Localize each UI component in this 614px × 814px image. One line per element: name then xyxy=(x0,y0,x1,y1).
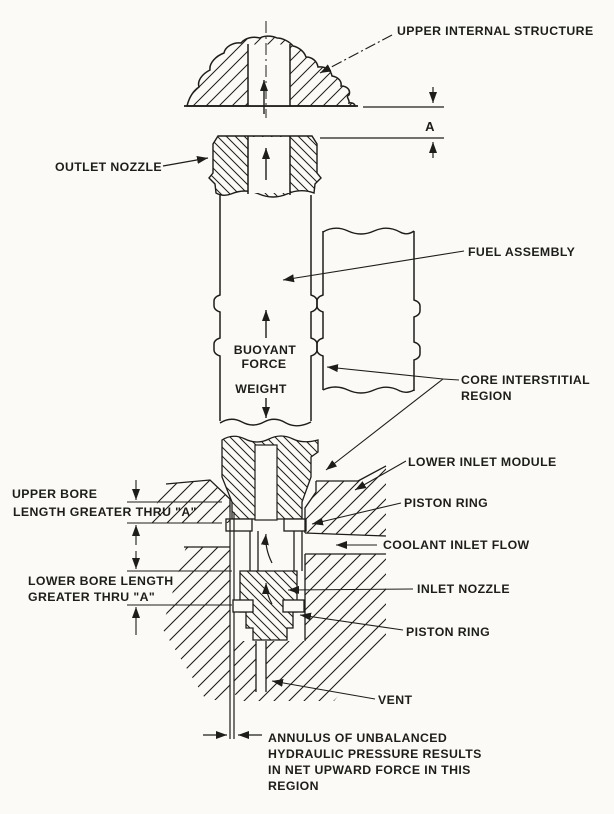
leader-lines xyxy=(162,34,465,700)
module-right-lower-edges xyxy=(304,553,386,641)
outlet-nozzle-channel-walls xyxy=(247,136,291,195)
label-upper-internal-structure: UPPER INTERNAL STRUCTURE xyxy=(397,24,594,38)
label-core-interstitial-2: REGION xyxy=(461,389,512,403)
leader-piston-ring-upper xyxy=(311,502,402,526)
leader-lower-inlet-module xyxy=(354,460,407,491)
module-right-lower-block xyxy=(234,554,386,701)
leader-inlet-nozzle xyxy=(287,585,414,594)
neighbor-left-wall xyxy=(316,231,324,390)
label-piston-ring-lower: PISTON RING xyxy=(406,625,490,639)
leader-piston-ring-lower xyxy=(299,612,404,631)
leader-outlet-nozzle xyxy=(162,155,209,167)
piston-ring-lower-left xyxy=(232,599,254,613)
outlet-nozzle-shape xyxy=(208,135,322,198)
label-fuel-assembly: FUEL ASSEMBLY xyxy=(468,245,575,259)
neighbor-bottom-wavy xyxy=(322,386,415,394)
leader-upper-internal-structure xyxy=(319,34,393,74)
label-annulus-note-2: HYDRAULIC PRESSURE RESULTS xyxy=(268,747,482,761)
vent-tube-walls xyxy=(255,641,267,692)
dimension-a: A xyxy=(320,87,444,158)
duct-left-wall xyxy=(213,195,221,421)
outlet-nozzle-channel xyxy=(248,137,290,193)
neighbor-top-wavy xyxy=(322,227,415,235)
label-force: FORCE xyxy=(241,357,286,371)
text-labels: UPPER INTERNAL STRUCTURE OUTLET NOZZLE F… xyxy=(12,24,594,793)
piston-ring-upper-left xyxy=(225,518,253,532)
inlet-nozzle-plug xyxy=(232,570,305,641)
label-piston-ring-upper: PISTON RING xyxy=(404,496,488,510)
leader-core-interstitial-b xyxy=(325,378,444,471)
leader-fuel-assembly xyxy=(282,250,465,283)
label-coolant-inlet-flow: COOLANT INLET FLOW xyxy=(383,538,530,552)
label-inlet-nozzle: INLET NOZZLE xyxy=(417,582,510,596)
neighbor-right-wall xyxy=(413,231,421,391)
piston-ring-lower-right xyxy=(282,599,305,613)
label-annulus-note-3: IN NET UPWARD FORCE IN THIS xyxy=(268,763,471,777)
dim-a-label: A xyxy=(425,119,435,134)
label-buoyant: BUOYANT xyxy=(234,343,297,357)
fitting-center-channel xyxy=(254,444,278,521)
piston-ring-upper-right xyxy=(283,518,307,532)
nozzle-tube-walls xyxy=(249,531,303,571)
label-lower-bore-2: GREATER THRU "A" xyxy=(28,590,155,604)
label-upper-bore-1: UPPER BORE xyxy=(12,487,97,501)
dome-channel-walls xyxy=(247,44,291,106)
fuel-assembly-duct xyxy=(213,195,318,427)
label-upper-bore-2: LENGTH GREATER THRU "A" xyxy=(13,505,197,519)
dome-center-channel xyxy=(248,44,290,106)
label-outlet-nozzle: OUTLET NOZZLE xyxy=(55,160,162,174)
dim-a-extension-lines xyxy=(320,106,444,139)
label-annulus-note-4: REGION xyxy=(268,779,319,793)
module-left-lower-block xyxy=(162,547,230,700)
coolant-flow-arrow-tube xyxy=(260,533,273,564)
label-vent: VENT xyxy=(378,693,412,707)
label-weight: WEIGHT xyxy=(235,382,287,396)
label-lower-inlet-module: LOWER INLET MODULE xyxy=(408,455,557,469)
label-lower-bore-1: LOWER BORE LENGTH xyxy=(28,574,173,588)
leader-core-interstitial-a xyxy=(326,364,444,380)
bore-extension-lines xyxy=(127,501,232,606)
duct-break-wavy xyxy=(219,418,312,427)
bore-dimensions xyxy=(127,480,232,635)
label-core-interstitial-1: CORE INTERSTITIAL xyxy=(461,373,590,387)
upper-internal-structure-shape xyxy=(184,21,358,118)
lower-end-fitting xyxy=(221,435,319,571)
duct-right-wall xyxy=(310,195,318,421)
module-right-upper-edges xyxy=(304,465,387,537)
label-annulus-note-1: ANNULUS OF UNBALANCED xyxy=(268,731,447,745)
neighbor-assembly-column xyxy=(316,227,421,394)
annulus-bore-lines xyxy=(229,512,235,739)
leader-vent xyxy=(271,678,376,700)
coolant-flow-arrow-plug xyxy=(262,582,273,605)
module-right-upper-block xyxy=(305,466,386,536)
leader-core-interstitial-stub xyxy=(442,378,460,381)
module-left-upper-edges xyxy=(165,479,231,512)
